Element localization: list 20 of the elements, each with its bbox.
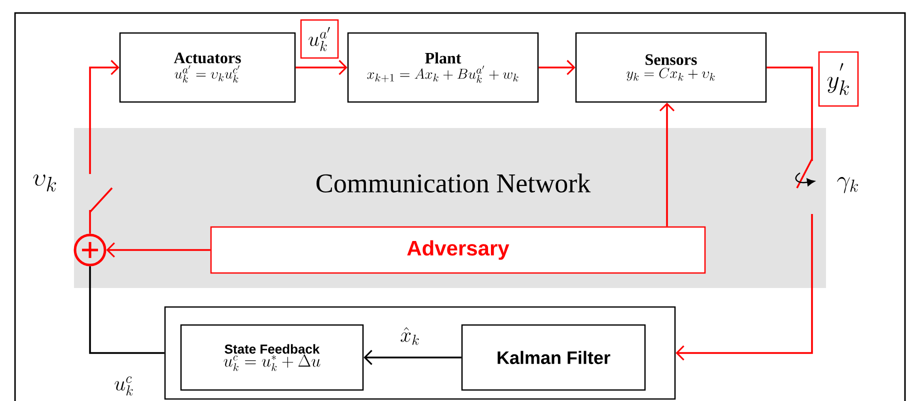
process-box: Actuators $u_k^{a'}=\upsilon_k u_k^{c'}$ <box>119 32 296 103</box>
edge-label: $u_k^c$ <box>114 376 133 396</box>
process-box: State Feedback $u_k^c=u_k^*+\Delta u$ <box>180 324 364 391</box>
signal-box: $u_k^{a'}$ <box>300 19 339 59</box>
signal-box: $y_k^{'}$ <box>818 51 859 107</box>
process-box: Plant $x_{k+1}=Ax_k+Bu_k^{a'}+w_k$ <box>347 32 539 103</box>
arrow <box>659 102 675 226</box>
summing-junction <box>74 234 106 266</box>
arrow <box>296 60 348 76</box>
switch-label: $\upsilon_k$ <box>33 174 56 192</box>
arrow <box>106 242 210 258</box>
switch-label: $\gamma_k$ <box>837 176 858 194</box>
arrow <box>364 350 462 366</box>
arrow <box>538 60 576 76</box>
edge-label: $\hat{x}_k$ <box>400 327 419 345</box>
arrow <box>676 66 813 361</box>
controller-box <box>164 306 676 400</box>
process-box: Sensors $y_k=Cx_k+\upsilon_k$ <box>575 32 767 103</box>
adversary-box: Adversary <box>210 226 706 274</box>
process-box: Kalman Filter <box>461 324 646 391</box>
